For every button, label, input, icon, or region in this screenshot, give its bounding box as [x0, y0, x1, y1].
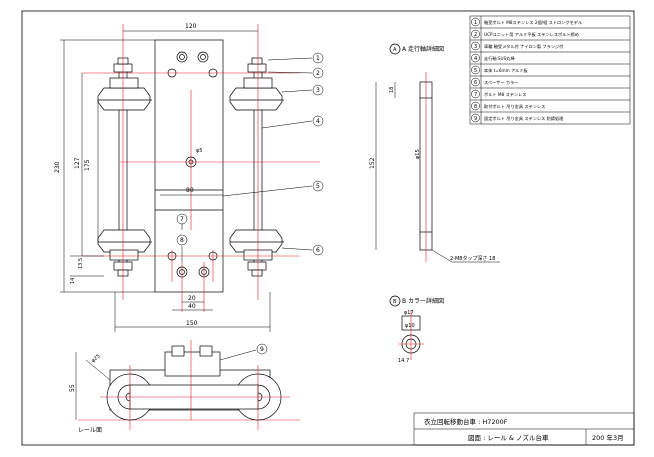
callout-1: 1 — [316, 55, 320, 62]
plan-view — [97, 39, 284, 293]
dim-phi5: φ5 — [196, 148, 202, 154]
dim-phi17: φ17 — [404, 310, 414, 316]
dim-150: 150 — [186, 320, 198, 327]
parts-row-number: 7 — [474, 92, 477, 98]
parts-row-number: 5 — [474, 68, 477, 74]
parts-row-marker — [471, 113, 480, 123]
callout-8: 8 — [180, 237, 184, 244]
dim-phi15: φ15 — [415, 149, 421, 159]
detail-a-num: A — [393, 47, 397, 53]
dim-20: 20 — [188, 295, 196, 302]
parts-row-marker — [471, 89, 480, 99]
titleblock-row2-left: 図面 : レール & ノズル台車 — [468, 433, 549, 442]
parts-row-marker — [471, 65, 480, 75]
parts-row-number: 8 — [474, 104, 477, 110]
front-dimensions — [75, 349, 257, 420]
parts-row-marker — [471, 101, 480, 111]
parts-row-text: 軸受ボルト M8ステンレス 2個/組 ストロングモデル — [484, 19, 582, 26]
detail-b-centerlines — [398, 310, 424, 360]
dim-120: 120 — [185, 23, 197, 30]
parts-row-text: 走行軸 SUS丸棒 — [484, 55, 515, 62]
parts-row-text: ボルト M8 ステンレス — [484, 91, 526, 98]
titleblock-row1: 衣立回転移動台車 : H7200F — [424, 417, 508, 426]
front-centerlines — [100, 340, 290, 430]
dim-13: 13.5 — [78, 258, 84, 269]
plan-callouts — [176, 52, 324, 262]
front-view — [78, 345, 300, 421]
callout-5: 5 — [316, 183, 320, 190]
dim-40: 40 — [188, 303, 196, 310]
dim-175: 175 — [84, 159, 91, 171]
parts-row-marker — [471, 29, 480, 39]
callout-7: 7 — [180, 216, 184, 223]
parts-row-number: 1 — [474, 20, 477, 26]
detail-b-num: B — [393, 299, 397, 305]
dim-152: 152 — [369, 157, 376, 169]
parts-row-number: 3 — [474, 44, 477, 50]
plan-centerlines — [82, 24, 320, 312]
callout-6: 6 — [316, 247, 320, 254]
plan-dimensions — [60, 30, 271, 332]
dim-phi10: φ10 — [405, 323, 415, 329]
title-block — [413, 412, 635, 446]
parts-row-text: 本体 t=6mm アルミ板 — [484, 67, 529, 74]
dim-14-7: 14.7 — [398, 358, 409, 364]
detail-b-title: B カラー詳細図 — [402, 297, 444, 305]
parts-row-text: 取付ボルト 吊り金具 ステンレス — [484, 103, 545, 110]
dim-55: 55 — [69, 384, 76, 392]
parts-row-marker — [471, 41, 480, 51]
parts-row-text: 固定ボルト 吊り金具 ステンレス 防錆処理 — [484, 115, 564, 122]
dim-14: 14 — [70, 278, 76, 284]
rail-label: レール面 — [78, 427, 102, 434]
parts-row-number: 6 — [474, 80, 477, 86]
parts-row-number: 2 — [474, 32, 477, 38]
parts-table — [469, 15, 631, 125]
detail-a-note: 2-M8タップ深さ 18 — [450, 255, 495, 262]
callout-4: 4 — [316, 118, 320, 125]
dim-230: 230 — [54, 161, 61, 173]
parts-row-marker — [471, 77, 480, 87]
callout-9: 9 — [260, 346, 264, 353]
parts-row-marker — [471, 17, 480, 27]
detail-a-title: A 走行軸詳細図 — [402, 45, 444, 53]
titleblock-row2-right: 200 年3月 — [592, 433, 624, 442]
parts-row-number: 4 — [474, 56, 477, 62]
dim-80: 80 — [186, 187, 194, 194]
parts-rows: 1 軸受ボルト M8ステンレス 2個/組 ストロングモデル 2 UCPユニット用 アル… — [470, 17, 630, 123]
detail-a-dims — [375, 82, 500, 263]
parts-row-text: UCPユニット用 アルミ平板 ステンレスボルト締め — [484, 31, 579, 38]
dim-phi25: φ25 — [90, 353, 101, 364]
parts-row-marker — [471, 53, 480, 63]
parts-row-number: 9 — [474, 116, 477, 122]
parts-row-text: スペーサー カラー — [484, 80, 518, 86]
parts-row-text: 車輪 軸受メタル付 ナイロン製 フランジ付 — [484, 43, 563, 50]
callout-3: 3 — [316, 87, 320, 94]
dim-127: 127 — [74, 157, 81, 169]
dim-18: 18 — [389, 87, 395, 93]
callout-2: 2 — [316, 70, 320, 77]
sheet-border — [21, 10, 635, 446]
